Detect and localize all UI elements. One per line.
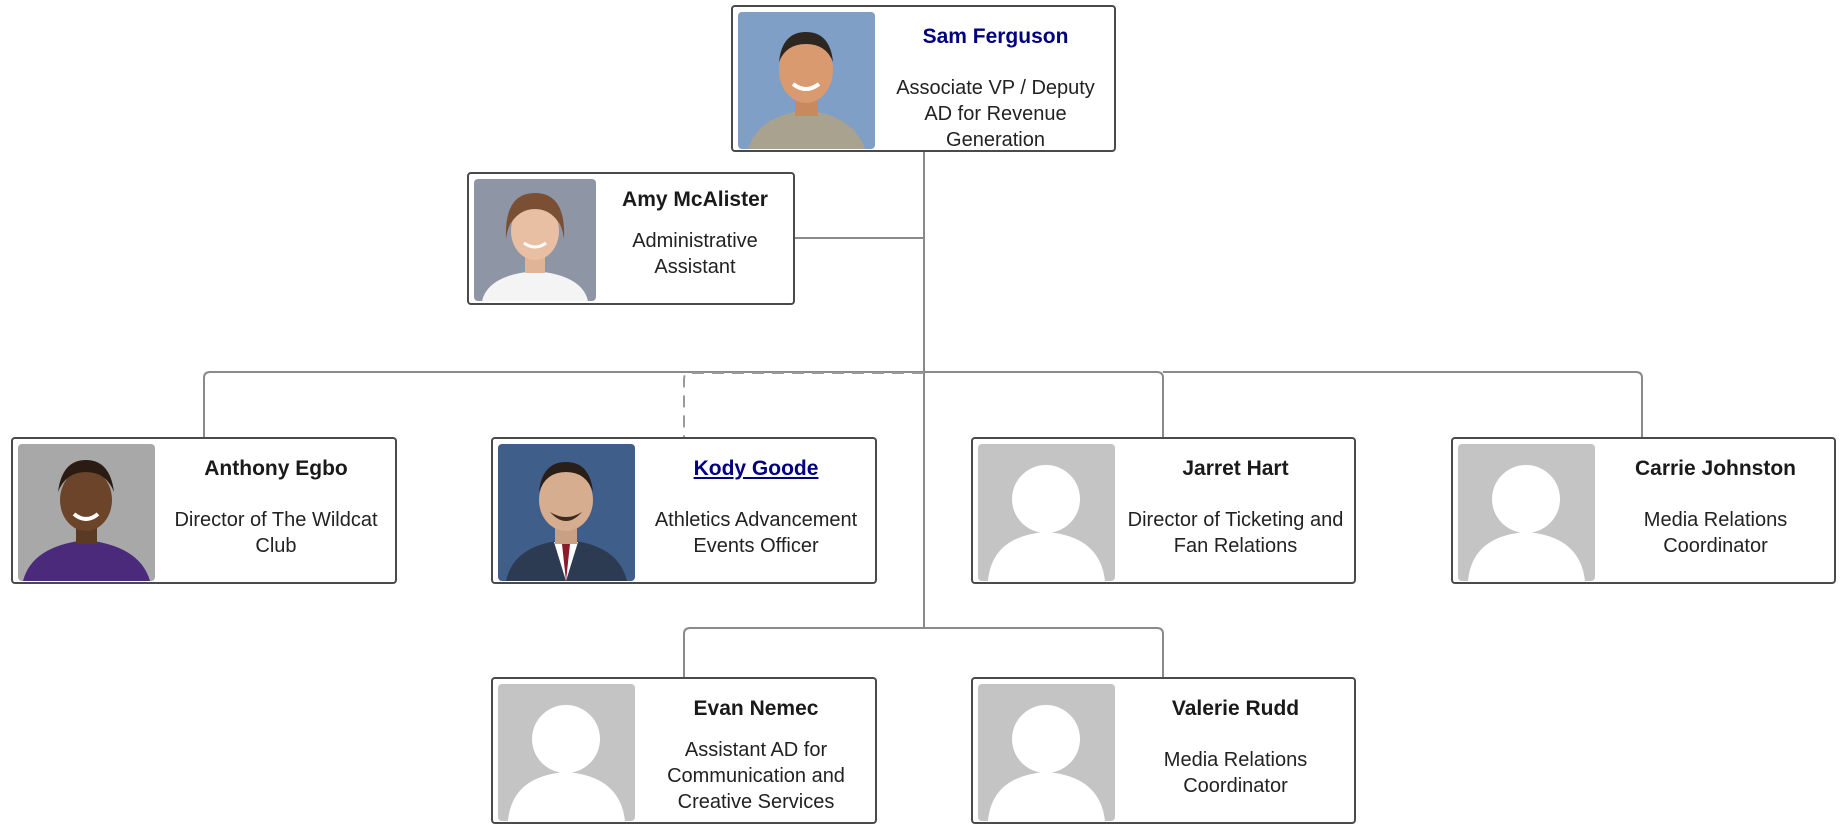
connector-jarret [924, 371, 1164, 437]
node-title: Associate VP / Deputy AD for Revenue Gen… [896, 77, 1095, 151]
node-title: Director of Ticketing and Fan Relations [1127, 509, 1344, 557]
node-title: Administrative Assistant [632, 230, 758, 278]
node-name: Anthony Egbo [204, 457, 348, 480]
org-node-jarret-hart[interactable]: Jarret Hart Director of Ticketing and Fa… [971, 437, 1356, 584]
placeholder-avatar-icon [978, 444, 1115, 581]
photo-kody-goode [498, 444, 635, 581]
org-node-sam-ferguson[interactable]: Sam Ferguson Associate VP / Deputy AD fo… [731, 5, 1116, 152]
connector-anthony [203, 371, 924, 437]
node-name: Valerie Rudd [1171, 697, 1300, 720]
node-title: Athletics Advancement Events Officer [654, 509, 858, 557]
node-name: Amy McAlister [622, 188, 768, 211]
node-title: Media Relations Coordinator [1163, 749, 1308, 797]
org-node-amy-mcalister[interactable]: Amy McAlister Administrative Assistant [467, 172, 795, 305]
connector-carrie [1163, 371, 1643, 437]
node-name: Jarret Hart [1182, 457, 1289, 480]
connector-valerie [924, 627, 1164, 677]
node-title: Director of The Wildcat Club [174, 509, 378, 557]
node-title: Assistant AD for Communication and Creat… [667, 739, 845, 813]
dotted-connector-kody [683, 372, 924, 437]
org-node-evan-nemec[interactable]: Evan Nemec Assistant AD for Communicatio… [491, 677, 877, 824]
placeholder-avatar-icon [978, 684, 1115, 821]
node-title: Media Relations Coordinator [1643, 509, 1788, 557]
placeholder-avatar-icon [1458, 444, 1595, 581]
connector-evan [683, 627, 924, 677]
placeholder-avatar-icon [498, 684, 635, 821]
photo-anthony-egbo [18, 444, 155, 581]
node-name[interactable]: Sam Ferguson [922, 25, 1069, 48]
photo-sam-ferguson [738, 12, 875, 149]
node-name: Evan Nemec [693, 697, 819, 720]
org-node-kody-goode[interactable]: Kody Goode Athletics Advancement Events … [491, 437, 877, 584]
photo-amy-mcalister [474, 179, 596, 301]
org-node-anthony-egbo[interactable]: Anthony Egbo Director of The Wildcat Clu… [11, 437, 397, 584]
org-node-valerie-rudd[interactable]: Valerie Rudd Media Relations Coordinator [971, 677, 1356, 824]
org-node-carrie-johnston[interactable]: Carrie Johnston Media Relations Coordina… [1451, 437, 1836, 584]
node-name: Carrie Johnston [1634, 457, 1797, 480]
node-name-link[interactable]: Kody Goode [693, 457, 819, 480]
